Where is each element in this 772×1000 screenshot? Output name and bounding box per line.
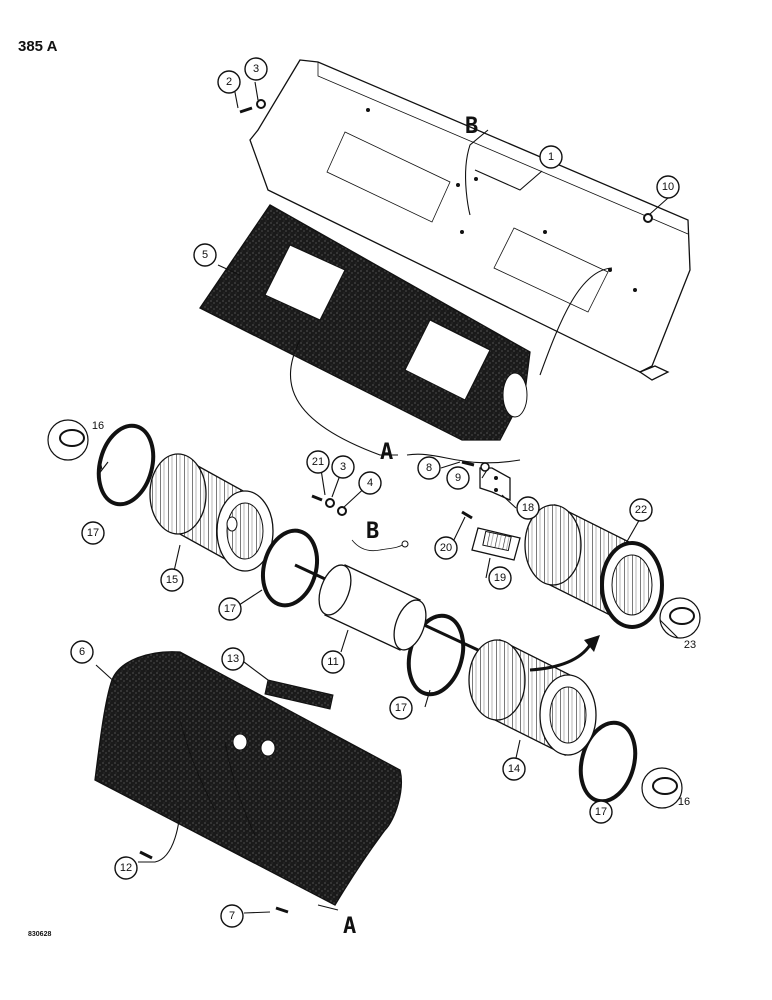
svg-text:14: 14 <box>508 763 520 775</box>
callout-10: 10 <box>656 175 680 199</box>
blower-wheel-left <box>149 453 274 572</box>
resistor <box>471 527 521 561</box>
svg-text:9: 9 <box>455 472 461 484</box>
bracket <box>479 467 511 502</box>
callout-3b: 3 <box>331 455 355 479</box>
svg-text:11: 11 <box>327 656 338 668</box>
svg-text:6: 6 <box>79 646 85 658</box>
callout-16-left: 16 <box>92 420 104 432</box>
svg-text:17: 17 <box>395 702 407 714</box>
callout-6: 6 <box>70 640 94 664</box>
svg-text:19: 19 <box>494 572 506 584</box>
callout-8: 8 <box>417 456 441 480</box>
hardware <box>139 99 653 914</box>
callout-18: 18 <box>516 496 540 520</box>
callout-5: 5 <box>193 243 217 267</box>
top-plate <box>249 59 691 381</box>
svg-text:17: 17 <box>224 603 236 615</box>
callout-22: 22 <box>629 498 653 522</box>
callout-15: 15 <box>160 568 184 592</box>
svg-text:20: 20 <box>440 542 452 554</box>
callout-21: 21 <box>306 450 330 474</box>
svg-text:2: 2 <box>226 76 232 88</box>
figure-code: 830628 <box>28 931 52 938</box>
callout-17c: 17 <box>389 696 413 720</box>
callout-17d: 17 <box>589 800 613 824</box>
svg-text:16: 16 <box>92 420 104 432</box>
page-number: 385 A <box>18 38 58 55</box>
svg-text:1: 1 <box>548 151 554 163</box>
callout-16-right: 16 <box>678 796 690 808</box>
svg-text:17: 17 <box>87 527 99 539</box>
callout-11: 11 <box>321 650 345 674</box>
svg-text:7: 7 <box>229 910 235 922</box>
svg-text:10: 10 <box>662 181 674 193</box>
callout-1: 1 <box>539 145 563 169</box>
callout-14: 14 <box>502 757 526 781</box>
svg-text:21: 21 <box>312 456 324 468</box>
callouts: 1 2 3 3 4 5 6 7 8 9 10 11 12 13 14 15 16… <box>70 57 696 928</box>
gasket-frame <box>199 204 531 441</box>
blower-wheel-right <box>524 503 664 629</box>
clamp-insets <box>47 419 701 809</box>
svg-text:8: 8 <box>426 462 432 474</box>
callout-4: 4 <box>358 471 382 495</box>
ref-letter-b-mid: B <box>366 519 379 544</box>
svg-text:23: 23 <box>684 639 696 651</box>
direction-arrow <box>529 635 600 672</box>
ref-letter-b-top: B <box>465 114 478 139</box>
callout-12: 12 <box>114 856 138 880</box>
blower-wheel-bottom <box>468 638 597 757</box>
svg-text:16: 16 <box>678 796 690 808</box>
callout-19: 19 <box>488 566 512 590</box>
svg-text:18: 18 <box>522 502 534 514</box>
reference-letters: B A B A <box>343 114 478 939</box>
svg-text:17: 17 <box>595 806 607 818</box>
callout-2: 2 <box>217 70 241 94</box>
svg-text:13: 13 <box>227 653 239 665</box>
svg-text:15: 15 <box>166 574 178 586</box>
blower-housing <box>94 651 402 906</box>
ref-letter-a-bottom: A <box>343 914 356 939</box>
callout-13: 13 <box>221 647 245 671</box>
svg-text:3: 3 <box>340 461 346 473</box>
callout-7: 7 <box>220 904 244 928</box>
svg-text:5: 5 <box>202 249 208 261</box>
callout-17b: 17 <box>218 597 242 621</box>
foam-strip <box>264 679 334 710</box>
callout-20: 20 <box>434 536 458 560</box>
ref-letter-a-mid: A <box>380 440 393 465</box>
callout-9: 9 <box>446 466 470 490</box>
callout-17a: 17 <box>81 521 105 545</box>
svg-text:22: 22 <box>635 504 647 516</box>
callout-23: 23 <box>684 639 696 651</box>
callout-3: 3 <box>244 57 268 81</box>
svg-text:3: 3 <box>253 63 259 75</box>
svg-text:12: 12 <box>120 862 132 874</box>
blower-motor <box>294 539 479 652</box>
leader-lines <box>95 81 679 914</box>
svg-text:4: 4 <box>367 477 373 489</box>
